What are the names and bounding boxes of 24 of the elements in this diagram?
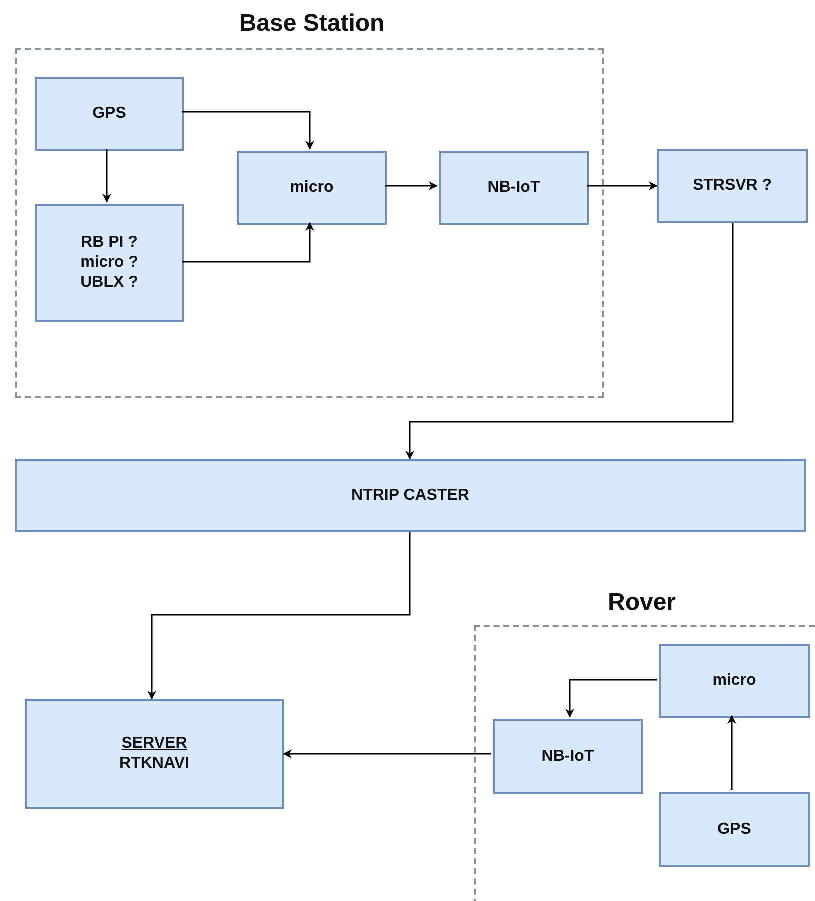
arrow: [182, 222, 314, 263]
arrow: [102, 149, 112, 203]
arrow: [728, 715, 736, 790]
arrow: [406, 223, 734, 460]
arrow: [587, 182, 658, 190]
group-title: Base Station: [239, 10, 385, 38]
box-heading: SERVER: [122, 734, 188, 754]
process-box: RB PI ? micro ? UBLX ?: [35, 204, 184, 322]
arrow: [182, 111, 314, 150]
process-box: NB-IoT: [493, 719, 643, 794]
process-box: micro: [237, 151, 387, 225]
process-box: micro: [659, 644, 810, 718]
process-box: GPS: [659, 792, 810, 867]
group-title: Rover: [608, 589, 676, 617]
process-box: [25, 699, 284, 809]
arrow: [283, 750, 491, 758]
arrow: [566, 679, 657, 718]
process-box: NB-IoT: [439, 151, 589, 225]
arrow: [385, 182, 438, 190]
arrow: [148, 532, 411, 700]
box-text: RTKNAVI: [120, 754, 190, 774]
process-box: NTRIP CASTER: [15, 459, 806, 532]
process-box: GPS: [35, 77, 184, 151]
process-box: STRSVR ?: [657, 149, 808, 223]
